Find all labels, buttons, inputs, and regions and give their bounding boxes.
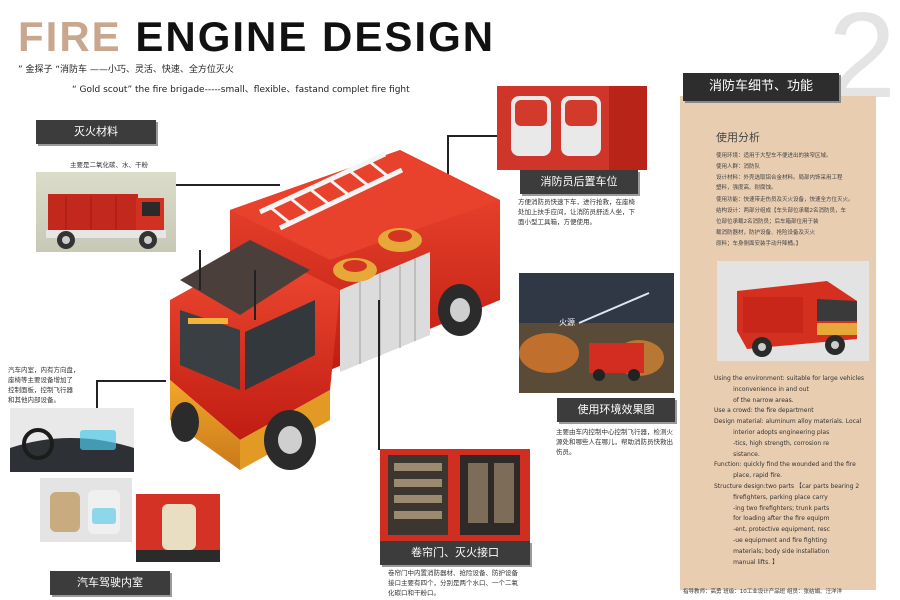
- credits-footer: 指导教师：高勇 班级：10工业设计产品班 组员：张结娟、汪洋洋: [683, 589, 842, 595]
- connector-line: [378, 300, 380, 450]
- english-description: Using the environment: suitable for larg…: [714, 375, 865, 566]
- cab-seat-side-image: [136, 494, 220, 562]
- cab-seat-photo: [40, 478, 132, 542]
- fire-engine-image: [170, 150, 500, 470]
- mini-truck-side-image: [46, 194, 166, 249]
- usage-line: 设计材料：外壳选取铝合金材料。局部内饰采用工程: [716, 175, 843, 181]
- cab-seat-image: [40, 478, 132, 542]
- connector-line: [96, 380, 166, 382]
- fire-material-photo: [36, 172, 176, 252]
- usage-line: 使用功能：快速带走伤员及灭火设备，快速全方位灭火。: [716, 197, 854, 203]
- detail-panel-header: 消防车细节、功能: [683, 73, 839, 101]
- fire-engine-render: [140, 140, 560, 490]
- environment-desc: 主要由车内控制中心控制飞行器，检测火 源处和哪些人在哪儿，帮助消防员快救出 伤员…: [556, 428, 673, 456]
- environment-label: 使用环境效果图: [557, 398, 675, 422]
- connector-line: [176, 184, 280, 186]
- shutter-interior-image: [380, 449, 530, 541]
- page-title: FIRE ENGINE DESIGN: [18, 14, 495, 60]
- usage-line: 位部位承载2名消防员；后车箱部位用于装: [716, 219, 819, 225]
- shutter-photo: [380, 449, 530, 541]
- usage-line: 使用环境：适用于大型车不便进出的狭窄区域。: [716, 153, 832, 159]
- environment-scene-image: [519, 273, 674, 393]
- title-accent: FIRE: [18, 13, 122, 60]
- environment-photo: 火源: [519, 273, 674, 393]
- fire-source-label: 火源: [559, 318, 575, 327]
- rear-seat-image: [497, 86, 647, 170]
- connector-line: [447, 135, 449, 175]
- cab-desc: 汽车内室，内有方向盘， 座椅等主要设备增加了 控制面板，控制飞行器 和其他内部设…: [8, 366, 80, 404]
- panel-truck-photo: [717, 261, 869, 361]
- usage-line: 载消防器材，防护设备、抢险设备及灭火: [716, 230, 816, 236]
- usage-line: 原料；车身侧面安装手动升降桶。】: [716, 241, 802, 247]
- connector-line: [96, 380, 98, 408]
- dashboard-photo: [10, 408, 134, 472]
- usage-line: 塑料，强度高、耐腐蚀。: [716, 185, 777, 191]
- rear-seat-label: 消防员后置车位: [520, 170, 638, 194]
- usage-line: 结构设计：两部分组成【车头部位承载2名消防员，车: [716, 208, 847, 214]
- fire-material-label: 灭火材料: [36, 120, 156, 144]
- cab-label: 汽车驾驶内室: [50, 571, 170, 595]
- rear-seat-desc: 方便消防员快速下车，进行抢救，在座椅 处加上扶手应间，让消防员舒适人坐，下 面小…: [518, 198, 635, 226]
- rear-seat-photo: [497, 86, 647, 170]
- fire-material-desc: 主要是二氧化碳、水、干粉: [70, 161, 148, 169]
- subtitle-cn: ” 金探子 “消防车 ——小巧、灵活、快速、全方位灭火: [18, 65, 234, 75]
- shutter-desc: 卷帘门中内置消防器材、抢险设备、防护设备 接口主要有四个，分别是两个水口、一个二…: [388, 569, 518, 597]
- connector-line: [447, 135, 497, 137]
- title-main: ENGINE DESIGN: [135, 13, 496, 60]
- usage-line: 使用人群：消防队: [716, 164, 761, 170]
- usage-analysis-title: 使用分析: [716, 131, 760, 144]
- panel-truck-image: [717, 261, 869, 361]
- subtitle-en: “ Gold scout” the fire brigade-----small…: [72, 85, 410, 95]
- dashboard-image: [10, 408, 134, 472]
- shutter-label: 卷帘门、灭火接口: [380, 541, 530, 565]
- cab-seat-photo-2: [136, 494, 220, 562]
